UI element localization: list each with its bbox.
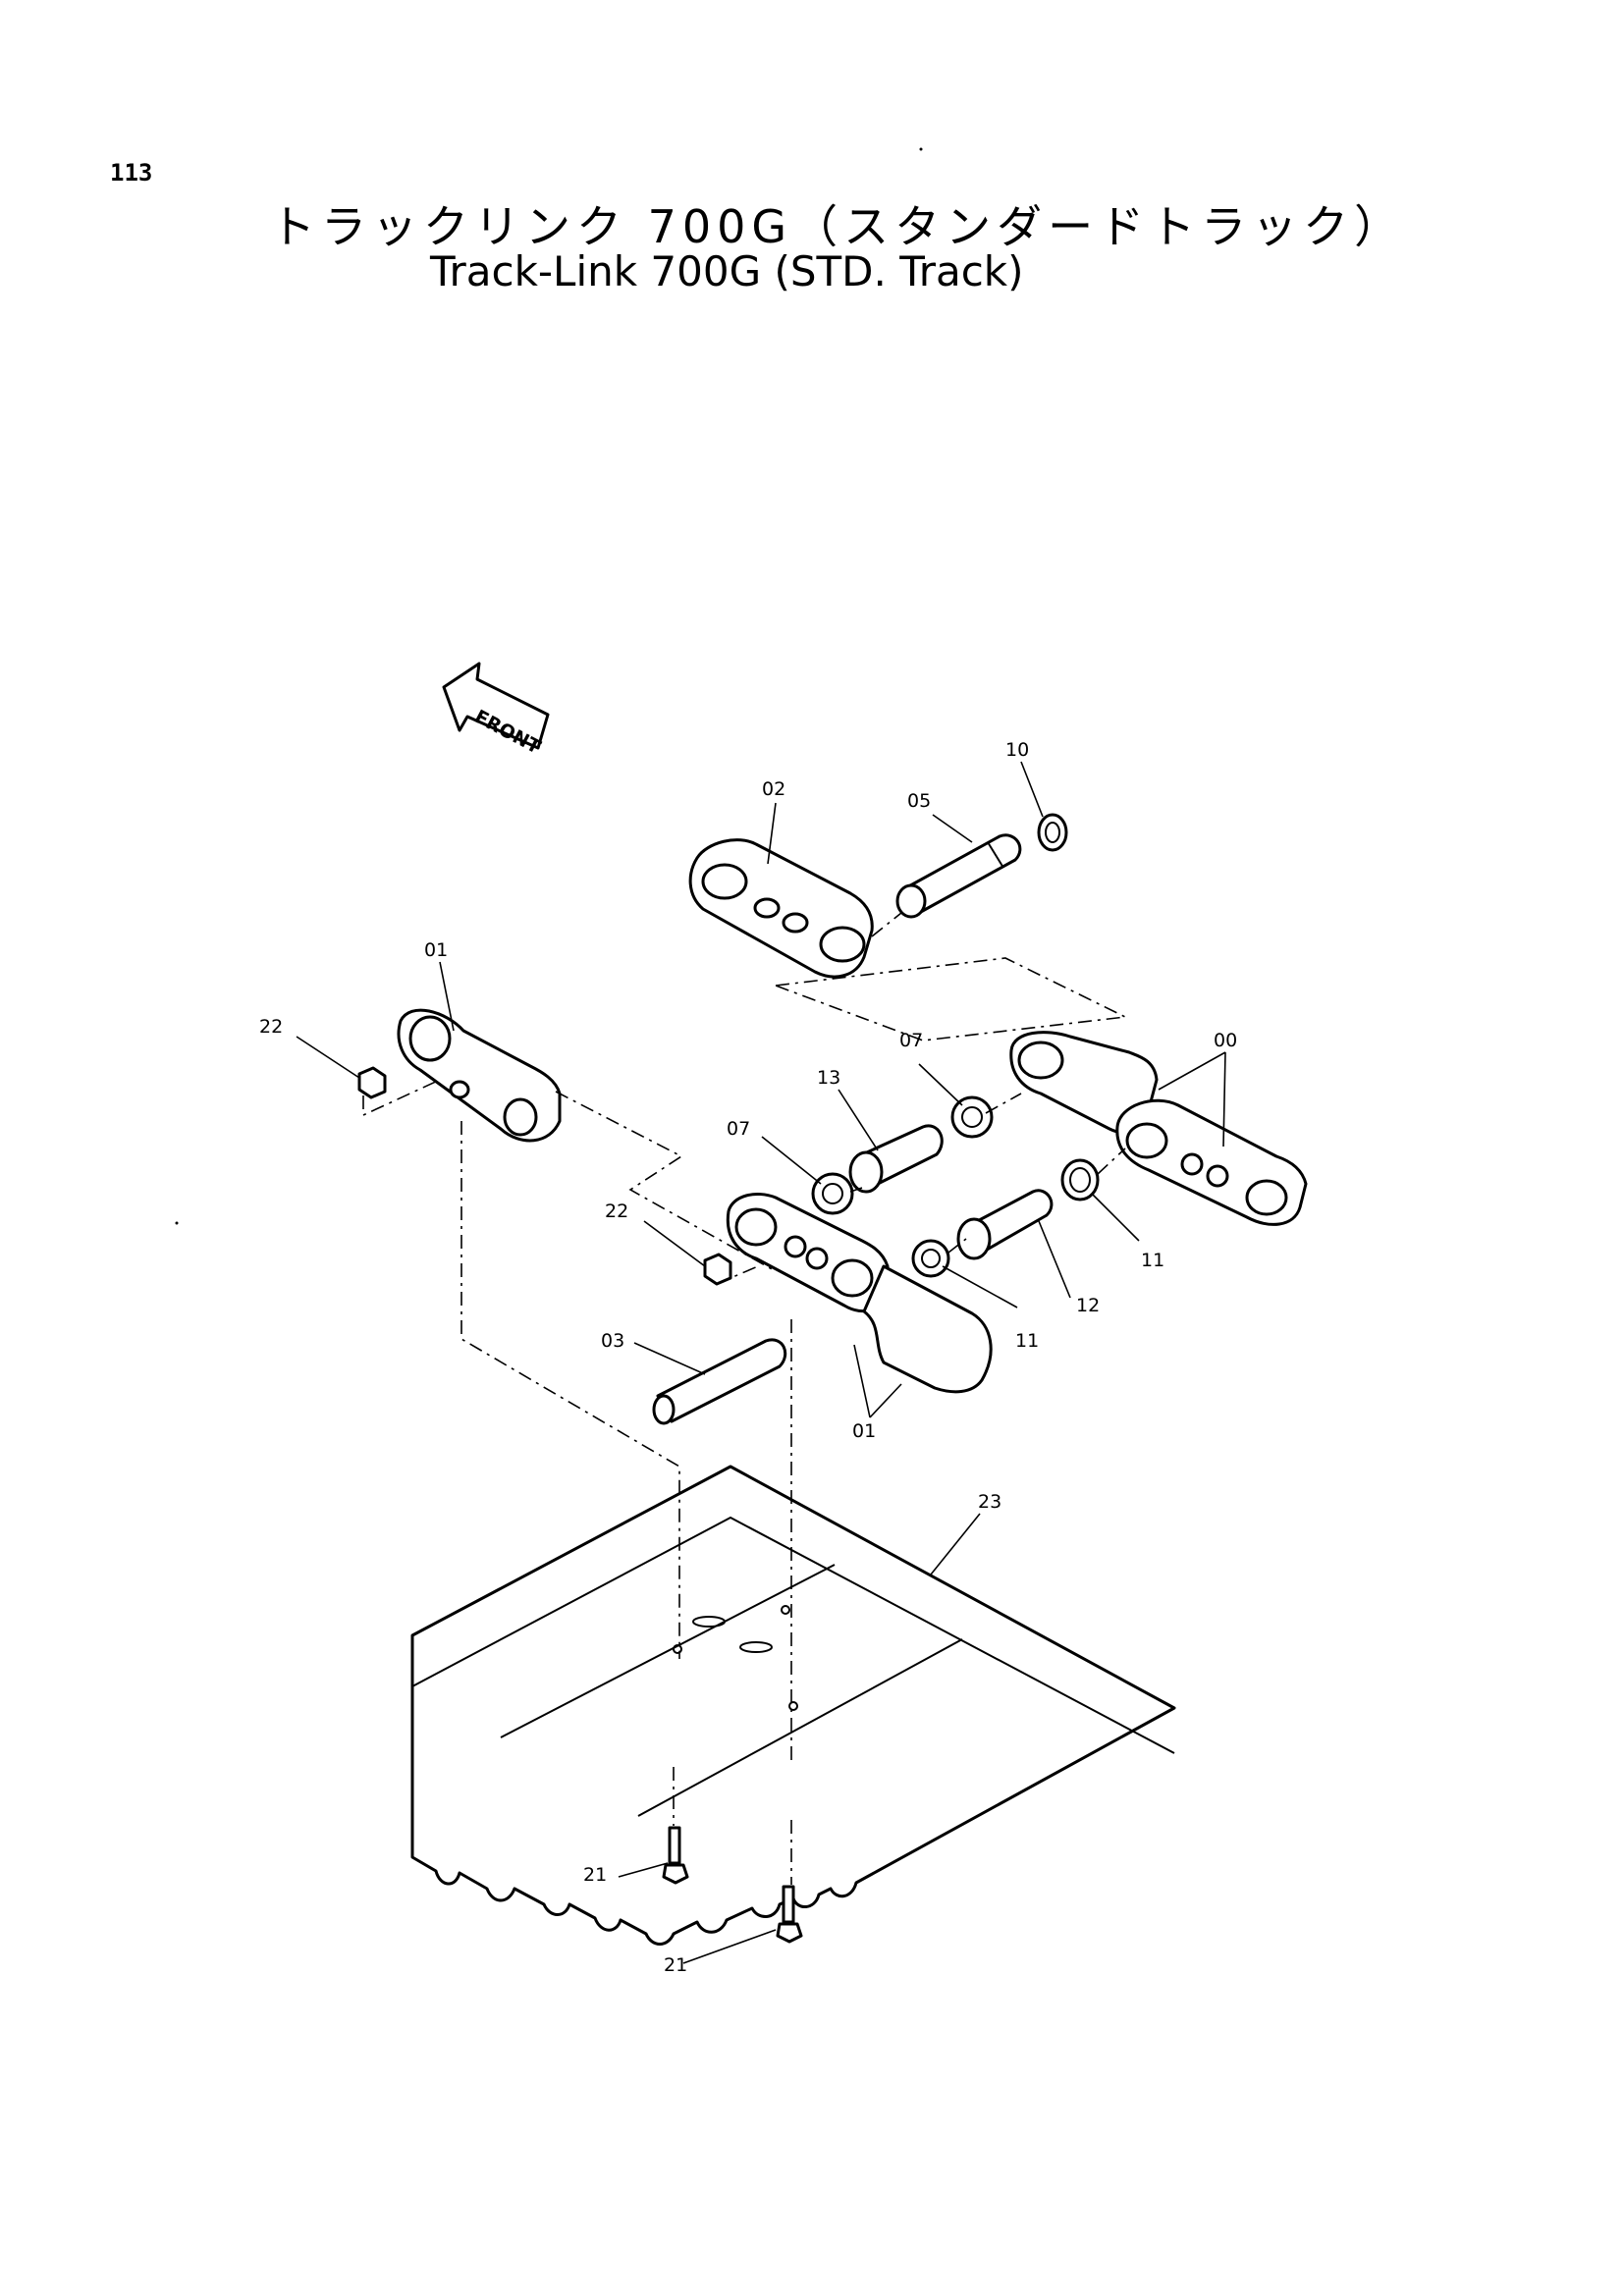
label-13: 13 <box>817 1067 840 1089</box>
pin-part-05 <box>895 833 1022 919</box>
bushing-part-12 <box>956 1189 1054 1260</box>
scan-speck <box>919 147 923 151</box>
label-12: 12 <box>1076 1295 1100 1316</box>
link-part-02 <box>688 838 874 979</box>
assembly-lines <box>362 912 1128 1885</box>
label-07-top: 07 <box>899 1030 923 1051</box>
pin-part-03 <box>652 1338 787 1425</box>
bolt-part-21-bottom <box>776 1885 803 1944</box>
label-22-mid: 22 <box>605 1201 628 1222</box>
label-22-top: 22 <box>259 1016 283 1038</box>
nut-part-22-top <box>357 1066 387 1099</box>
snap-ring-part-10 <box>1037 813 1068 852</box>
seal-part-07-top <box>950 1095 994 1139</box>
label-00: 00 <box>1214 1030 1237 1051</box>
label-11-right: 11 <box>1141 1250 1164 1271</box>
label-01-top: 01 <box>424 939 448 961</box>
leader-lines <box>296 761 1226 1964</box>
part-labels: 10 02 05 01 00 22 07 13 07 22 11 12 11 0… <box>259 739 1237 1976</box>
label-05: 05 <box>907 790 931 812</box>
label-02: 02 <box>762 778 785 800</box>
track-shoe-part-23 <box>410 1465 1176 1946</box>
link-assembly-part-00 <box>1009 1031 1308 1226</box>
link-assembly-part-01-bottom <box>726 1193 993 1394</box>
page-title-japanese: トラックリンク 700G（スタンダードトラック） <box>270 200 1406 253</box>
bolt-part-21-top <box>662 1826 689 1885</box>
bushing-part-13 <box>848 1124 944 1194</box>
label-10: 10 <box>1005 739 1029 761</box>
seal-part-11-mid <box>911 1239 950 1278</box>
seal-part-07-mid <box>811 1172 854 1215</box>
label-21-bottom: 21 <box>664 1954 687 1976</box>
page-title-english: Track-Link 700G (STD. Track) <box>430 247 1024 295</box>
nut-part-22-mid <box>703 1253 732 1286</box>
front-arrow-icon: FRONT <box>442 662 550 759</box>
label-03: 03 <box>601 1330 624 1352</box>
label-21-top: 21 <box>583 1864 607 1886</box>
label-07-mid: 07 <box>727 1118 750 1140</box>
link-part-01-top <box>397 1008 562 1143</box>
scan-speck <box>175 1221 179 1225</box>
label-01-bottom: 01 <box>852 1420 876 1442</box>
label-23: 23 <box>978 1491 1001 1513</box>
seal-part-11-right <box>1060 1158 1100 1201</box>
page-number: 113 <box>110 159 153 187</box>
label-11-mid: 11 <box>1015 1330 1039 1352</box>
